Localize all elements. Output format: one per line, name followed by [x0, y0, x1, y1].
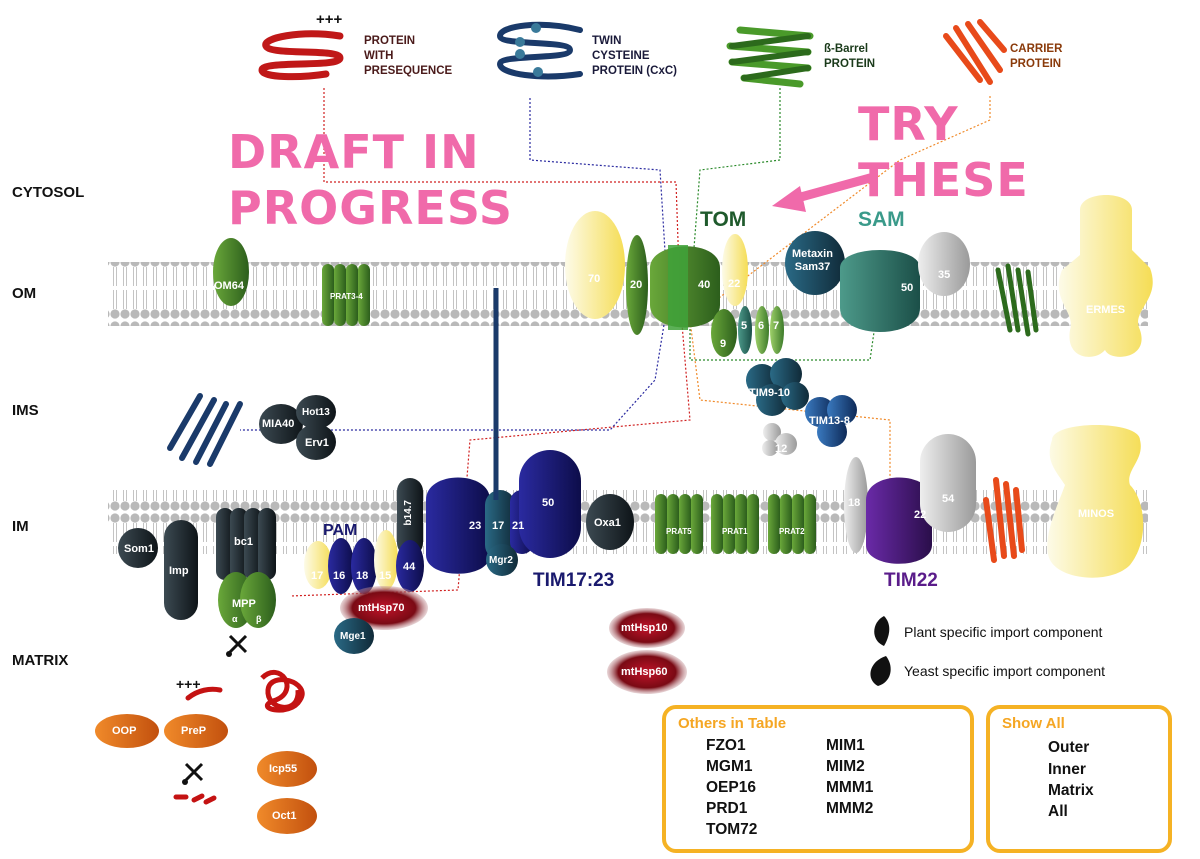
region-matrix: MATRIX [12, 652, 69, 669]
others-item[interactable]: MMM2 [826, 800, 874, 817]
om64-protein[interactable] [213, 238, 249, 306]
protein-type-carrier[interactable]: CARRIER PROTEIN [1010, 43, 1063, 70]
prat3-4-protein[interactable] [322, 264, 370, 326]
cxc-protein-icon [496, 21, 583, 80]
show-inner-link[interactable]: Inner [1048, 761, 1086, 778]
tim9-10-chaperone[interactable] [746, 358, 809, 416]
peptide-fragments [173, 793, 217, 805]
region-ims: IMS [12, 402, 39, 419]
tom-label[interactable]: TOM [700, 208, 747, 231]
tim22-complex[interactable] [844, 434, 976, 564]
tim17-23-complex[interactable] [426, 288, 581, 576]
others-title: Others in Table [678, 715, 787, 732]
show-all-title[interactable]: Show All [1002, 715, 1065, 732]
legend-yeast: Yeast specific import component [904, 663, 1106, 679]
oxa1-protein[interactable] [586, 494, 634, 550]
try-these-watermark: TRY THESE [858, 97, 1029, 207]
protein-type-beta-barrel[interactable]: ß-Barrel PROTEIN [824, 43, 876, 70]
imp-protein[interactable] [164, 520, 198, 620]
others-in-table-panel: Others in Table FZO1 MGM1 OEP16 PRD1 TOM… [662, 705, 974, 853]
legend-plant: Plant specific import component [904, 624, 1103, 640]
presequence-charge: +++ [316, 11, 343, 28]
beta-barrel-protein-icon [726, 26, 814, 88]
mia40-complex[interactable] [259, 395, 336, 460]
show-matrix-link[interactable]: Matrix [1048, 782, 1094, 799]
bc1-complex[interactable] [216, 508, 276, 580]
tim13-8-chaperone[interactable] [805, 395, 857, 447]
mthsp10-chaperone[interactable] [609, 608, 685, 648]
protein-type-presequence[interactable]: PROTEIN WITH PRESEQUENCE [364, 35, 453, 77]
region-im: IM [12, 518, 29, 535]
presequence-protein-icon [258, 30, 344, 81]
mthsp60-chaperone[interactable] [607, 650, 687, 694]
others-item[interactable]: MIM1 [826, 737, 865, 754]
carrier-protein-icon [943, 19, 1007, 85]
region-cytosol: CYTOSOL [12, 184, 85, 201]
show-outer-link[interactable]: Outer [1048, 739, 1090, 756]
tim12-chaperone[interactable] [762, 423, 797, 456]
tom-complex[interactable] [565, 211, 784, 357]
icp55-protease[interactable] [257, 751, 317, 787]
draft-watermark: DRAFT IN PROGRESS [228, 125, 514, 235]
carrier-insertion [983, 477, 1025, 563]
others-item[interactable]: MGM1 [706, 758, 753, 775]
others-item[interactable]: OEP16 [706, 779, 756, 796]
tim22-label[interactable]: TIM22 [884, 570, 938, 591]
others-item[interactable]: TOM72 [706, 821, 758, 838]
unfolded-protein-tangle [260, 669, 305, 713]
show-all-panel: Show All Outer Inner Matrix All [986, 705, 1172, 853]
mthsp70-chaperone[interactable] [340, 586, 428, 630]
oct1-protease[interactable] [257, 798, 317, 834]
presequence-fragment [185, 686, 223, 701]
pam-label[interactable]: PAM [323, 522, 358, 539]
scissors-icon [226, 634, 248, 657]
plant-leaf-icon [874, 616, 890, 646]
yeast-leaf-icon [870, 656, 891, 686]
som1-protein[interactable] [118, 528, 158, 568]
region-om: OM [12, 285, 37, 302]
scissors-icon [182, 762, 204, 785]
protein-type-cxc[interactable]: TWIN CYSTEINE PROTEIN (CxC) [592, 35, 677, 77]
others-item[interactable]: MMM1 [826, 779, 874, 796]
prat-proteins[interactable] [655, 494, 816, 554]
prep-protease[interactable] [164, 714, 228, 748]
cxc-substrate-coil [167, 393, 243, 467]
minos-complex[interactable] [1047, 425, 1144, 578]
ermes-complex[interactable] [1058, 195, 1153, 357]
sam-label[interactable]: SAM [858, 208, 905, 231]
pam-complex[interactable] [304, 478, 424, 594]
beta-barrel-insertion [995, 263, 1039, 337]
mge1-protein[interactable] [334, 618, 374, 654]
oop-protease[interactable] [95, 714, 159, 748]
mpp-complex[interactable] [218, 572, 276, 628]
others-item[interactable]: MIM2 [826, 758, 865, 775]
pointer-arrow-icon [772, 173, 875, 212]
others-item[interactable]: PRD1 [706, 800, 748, 817]
tim17-23-label[interactable]: TIM17:23 [533, 570, 615, 591]
show-all-link[interactable]: All [1048, 803, 1068, 820]
sam-complex[interactable] [785, 231, 970, 332]
others-item[interactable]: FZO1 [706, 737, 746, 754]
